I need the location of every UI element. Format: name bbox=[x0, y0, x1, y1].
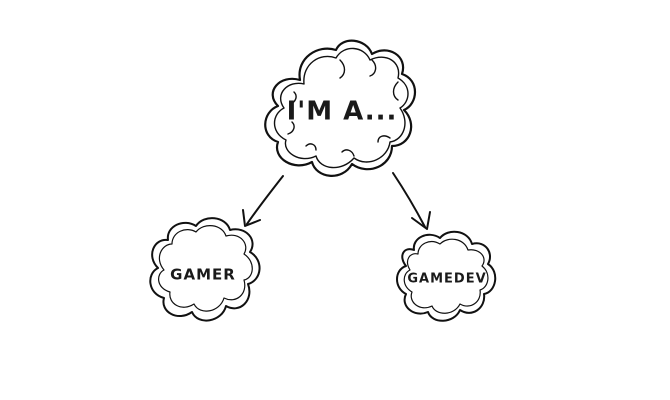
arrow-to-gamer-head bbox=[242, 209, 261, 227]
gamer-cloud-outline bbox=[149, 217, 261, 322]
gamer-cloud-label: GAMER bbox=[170, 266, 236, 284]
root-cloud-inner-outline bbox=[273, 47, 409, 169]
arrow-to-gamedev bbox=[392, 172, 431, 230]
gamedev-cloud: GAMEDEV bbox=[396, 230, 497, 322]
root-cloud-outline bbox=[264, 39, 417, 177]
root-cloud-label: I'M A... bbox=[287, 97, 398, 127]
gamer-cloud: GAMER bbox=[149, 217, 261, 322]
arrow-to-gamer bbox=[242, 175, 284, 227]
gamedev-cloud-inner-outline bbox=[403, 238, 489, 314]
root-cloud-curl bbox=[287, 59, 399, 157]
gamedev-cloud-label: GAMEDEV bbox=[407, 272, 486, 287]
root-cloud: I'M A... bbox=[264, 39, 417, 177]
arrow-to-gamer-shaft bbox=[246, 175, 284, 225]
arrow-to-gamedev-head bbox=[411, 211, 431, 230]
gamer-cloud-inner-outline bbox=[158, 225, 253, 312]
gamedev-cloud-outline bbox=[396, 230, 497, 322]
arrow-to-gamedev-shaft bbox=[392, 172, 426, 228]
